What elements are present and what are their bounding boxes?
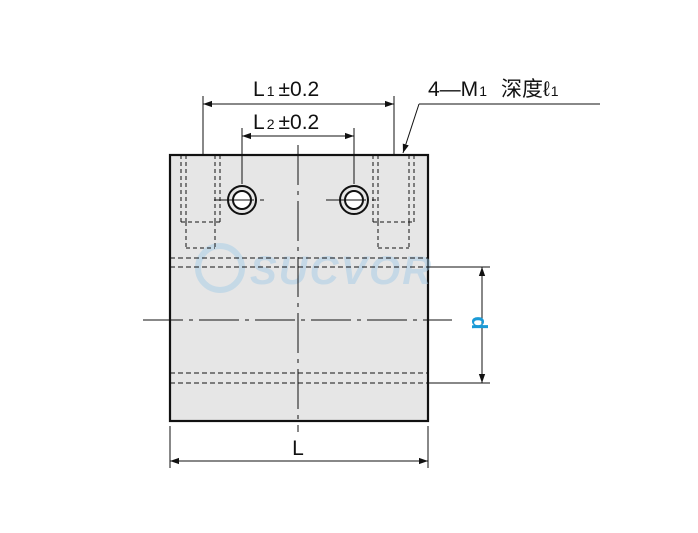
svg-text:L2±0.2: L2±0.2 (253, 111, 319, 134)
d-label: d (467, 316, 492, 329)
callout-count: 4—M (428, 78, 478, 101)
l1-subscript: 1 (267, 83, 275, 99)
callout-thread-sub: 1 (479, 83, 487, 99)
l2-subscript: 2 (267, 116, 275, 132)
svg-text:L1±0.2: L1±0.2 (253, 78, 319, 101)
center-lines (143, 145, 452, 432)
callout-depth: 深度ℓ (501, 78, 550, 101)
l1-tolerance: ±0.2 (278, 78, 319, 101)
left-tapped-hole-hidden (180, 155, 221, 249)
dimension-l: L (169, 426, 429, 468)
l1-label: L (253, 78, 265, 101)
bore-hidden-lines (170, 257, 428, 384)
dimension-d: d (428, 266, 492, 384)
watermark-text: SUCVOR (250, 249, 433, 293)
coupling-body (168, 153, 430, 423)
l2-label: L (253, 111, 265, 134)
right-tapped-hole-hidden (372, 155, 415, 249)
callout-depth-sub: 1 (551, 83, 559, 99)
l-label: L (292, 437, 304, 460)
watermark-logo: SUCVOR (195, 243, 433, 293)
l2-tolerance: ±0.2 (278, 111, 319, 134)
